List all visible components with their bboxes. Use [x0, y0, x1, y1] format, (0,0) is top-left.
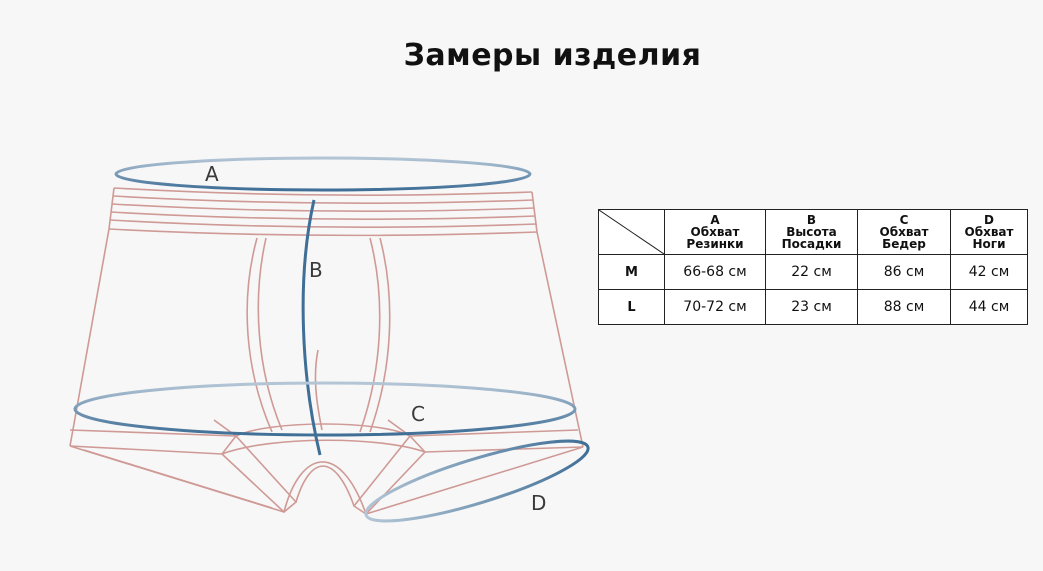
right-leg-hem: [409, 429, 579, 437]
measure-c-label: C: [411, 402, 425, 426]
column-header-a: A Обхват Резинки: [664, 209, 766, 255]
size-table: A Обхват Резинки B Высота Посадки C Обхв…: [598, 209, 1028, 325]
column-title-line1: Обхват: [964, 225, 1014, 239]
column-letter: C: [899, 213, 909, 227]
column-title-line1: Обхват: [690, 225, 740, 239]
crotch-curve: [295, 465, 355, 507]
fly-seam: [314, 349, 323, 431]
left-leg-hem: [69, 445, 223, 455]
table-cell: 88 см: [857, 289, 951, 325]
size-label: M: [598, 254, 665, 290]
column-title-line1: Обхват: [879, 225, 929, 239]
waistband-side: [531, 191, 538, 233]
right-leg-edge: [365, 446, 584, 515]
waistband-line: [110, 211, 536, 220]
table-cell: 44 см: [950, 289, 1028, 325]
measure-c-ellipse: [73, 381, 577, 437]
column-letter: A: [710, 213, 720, 227]
measure-a-ellipse: [114, 156, 532, 192]
table-cell: 23 см: [765, 289, 858, 325]
column-title-line2: Бедер: [882, 237, 926, 251]
crotch-curve: [283, 461, 367, 515]
column-header-b: B Высота Посадки: [765, 209, 858, 255]
crotch-seam: [221, 439, 426, 455]
left-leg-hem: [69, 429, 237, 437]
waistband-line: [109, 219, 537, 228]
table-cell: 42 см: [950, 254, 1028, 290]
column-title-line2: Посадки: [781, 237, 842, 251]
table-cell: 86 см: [857, 254, 951, 290]
waistband-line: [108, 228, 538, 237]
pouch-seam: [246, 237, 273, 433]
measure-d-ellipse: [364, 439, 590, 523]
pouch-seam: [359, 237, 381, 433]
crotch-seam: [235, 423, 411, 437]
pouch-seam: [257, 237, 283, 431]
measure-d-label: D: [531, 491, 546, 515]
table-row: L 70-72 см 23 см 88 см 44 см: [598, 289, 1028, 325]
table-header-row: A Обхват Резинки B Высота Посадки C Обхв…: [598, 209, 1028, 255]
size-label: L: [598, 289, 665, 325]
column-header-d: D Обхват Ноги: [950, 209, 1028, 255]
underwear-measurement-diagram: A B C D: [69, 156, 590, 523]
page-title: Замеры изделия: [403, 38, 702, 73]
table-cell: 66-68 см: [664, 254, 766, 290]
table-cell: 70-72 см: [664, 289, 766, 325]
waistband-line: [111, 203, 535, 212]
waistband-line: [113, 187, 533, 196]
measure-a-label: A: [205, 162, 219, 186]
table-cell: 22 см: [765, 254, 858, 290]
left-leg-edge: [83, 449, 273, 509]
column-title-line2: Ноги: [972, 237, 1006, 251]
column-title-line1: Высота: [786, 225, 837, 239]
waistband-line: [112, 195, 534, 204]
measure-b-line: [301, 199, 322, 456]
left-side-seam: [69, 228, 110, 447]
table-corner-cell: [598, 209, 665, 255]
pouch-seam: [369, 237, 391, 433]
waistband-side: [108, 187, 115, 230]
gusset: [220, 434, 298, 514]
measure-b-label: B: [309, 258, 323, 282]
diagonal-divider: [599, 210, 664, 254]
garment-outline: [69, 187, 584, 516]
measurement-lines: [73, 156, 590, 523]
column-letter: D: [984, 213, 994, 227]
column-title-line2: Резинки: [686, 237, 744, 251]
gusset: [352, 434, 427, 516]
right-side-seam: [536, 231, 584, 448]
table-row: M 66-68 см 22 см 86 см 42 см: [598, 254, 1028, 290]
column-header-c: C Обхват Бедер: [857, 209, 951, 255]
column-letter: B: [806, 213, 817, 227]
